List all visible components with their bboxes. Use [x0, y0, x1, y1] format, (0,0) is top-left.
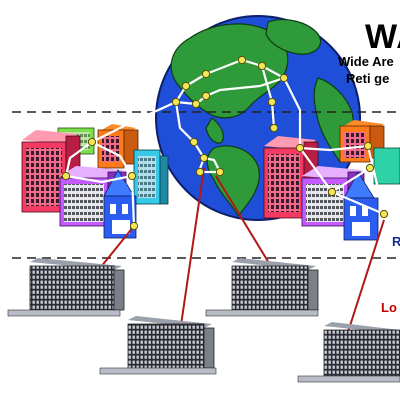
wan-nodes [61, 55, 389, 231]
router-node-icon [201, 69, 211, 79]
office-building-icon [97, 124, 139, 169]
lan-link [179, 167, 205, 333]
continent-north-america [170, 23, 289, 119]
server-building-icon [205, 258, 319, 317]
continent-central-america [205, 117, 224, 144]
continent-greenland [265, 19, 322, 55]
office-building-icon [373, 147, 400, 185]
router-node-icon [267, 97, 277, 107]
server-building-icon [7, 258, 125, 317]
office-building-icon [133, 149, 169, 205]
router-node-icon [327, 187, 337, 197]
office-building-icon [301, 166, 365, 227]
diagram-subtitle-line1: Wide Are [338, 54, 394, 69]
router-node-icon [195, 167, 205, 177]
office-cluster-right [263, 120, 400, 241]
edge-label-blue: R [392, 234, 400, 249]
router-node-icon [87, 137, 97, 147]
router-node-icon [215, 167, 225, 177]
router-node-icon [201, 91, 211, 101]
router-node-icon [237, 55, 247, 65]
router-node-icon [379, 209, 389, 219]
lan-link [215, 175, 273, 269]
router-node-icon [61, 171, 71, 181]
edge-label-red: Lo [381, 300, 397, 315]
router-node-icon [295, 143, 305, 153]
continent-south-america [206, 145, 260, 218]
router-node-icon [199, 153, 209, 163]
office-building-icon [343, 171, 379, 241]
diagram-subtitle-line2: Reti ge [346, 71, 390, 86]
router-node-icon [279, 73, 289, 83]
router-node-icon [269, 123, 279, 133]
router-node-icon [191, 99, 201, 109]
office-building-icon [103, 169, 137, 239]
router-node-icon [127, 171, 137, 181]
router-node-icon [129, 221, 139, 231]
router-node-icon [189, 137, 199, 147]
globe-icon [155, 15, 361, 221]
server-building-icon [99, 316, 217, 375]
router-node-icon [365, 163, 375, 173]
router-node-icon [171, 97, 181, 107]
router-node-icon [181, 81, 191, 91]
office-cluster-left [21, 124, 169, 239]
server-building-icon [297, 322, 400, 383]
diagram-title: WA [365, 18, 400, 56]
router-node-icon [363, 141, 373, 151]
lan-link [347, 219, 385, 333]
router-node-icon [257, 61, 267, 71]
